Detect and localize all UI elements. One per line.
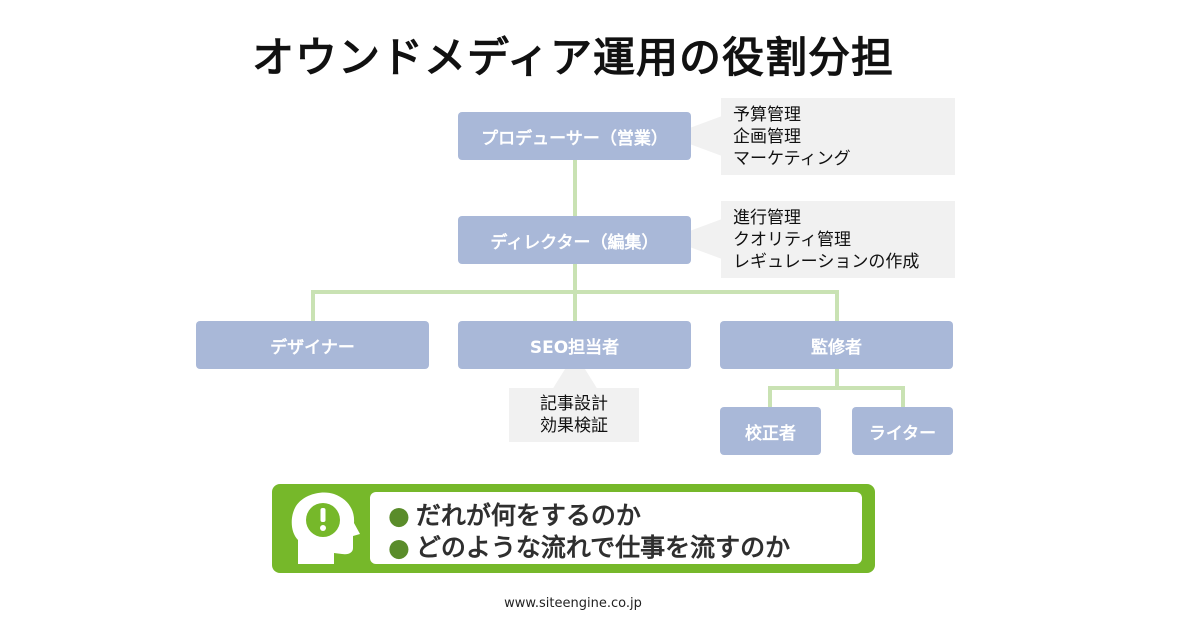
- designer-node: デザイナー: [196, 321, 429, 369]
- note-item: マーケティング: [733, 149, 851, 169]
- note-item: 効果検証: [540, 416, 608, 436]
- bullet-icon: ●: [388, 533, 410, 562]
- page-title: オウンドメディア運用の役割分担: [251, 33, 895, 82]
- proofreader-node: 校正者: [720, 407, 821, 455]
- bullet-icon: ●: [388, 501, 410, 530]
- director-note: 進行管理 クオリティ管理 レギュレーションの作成: [721, 201, 955, 278]
- note-item: 企画管理: [733, 127, 801, 147]
- connector-supervisor-branch: [768, 386, 905, 408]
- banner-line: ●だれが何をするのか: [388, 500, 862, 532]
- seo-node: SEO担当者: [458, 321, 691, 369]
- director-note-pointer: [668, 219, 722, 259]
- note-item: クオリティ管理: [733, 230, 851, 250]
- banner-text-box: ●だれが何をするのか ●どのような流れで仕事を流すのか: [370, 492, 862, 564]
- director-node: ディレクター（編集）: [458, 216, 691, 264]
- note-item: レギュレーションの作成: [733, 252, 920, 272]
- seo-note-pointer: [552, 353, 598, 390]
- note-item: 記事設計: [540, 394, 608, 414]
- note-item: 予算管理: [733, 105, 801, 125]
- supervisor-node: 監修者: [720, 321, 953, 369]
- footer-url: www.siteengine.co.jp: [504, 596, 642, 611]
- producer-note: 予算管理 企画管理 マーケティング: [721, 98, 955, 175]
- connector-director-branch: [311, 290, 839, 322]
- producer-node: プロデューサー（営業）: [458, 112, 691, 160]
- banner-line-text: どのような流れで仕事を流すのか: [415, 533, 791, 562]
- note-item: 進行管理: [733, 208, 801, 228]
- banner-line: ●どのような流れで仕事を流すのか: [388, 532, 862, 564]
- seo-note: 記事設計 効果検証: [509, 388, 639, 442]
- summary-banner: ●だれが何をするのか ●どのような流れで仕事を流すのか: [272, 484, 875, 573]
- writer-node: ライター: [852, 407, 953, 455]
- producer-note-pointer: [668, 116, 722, 156]
- head-exclamation-icon: [291, 492, 360, 564]
- banner-line-text: だれが何をするのか: [415, 501, 641, 530]
